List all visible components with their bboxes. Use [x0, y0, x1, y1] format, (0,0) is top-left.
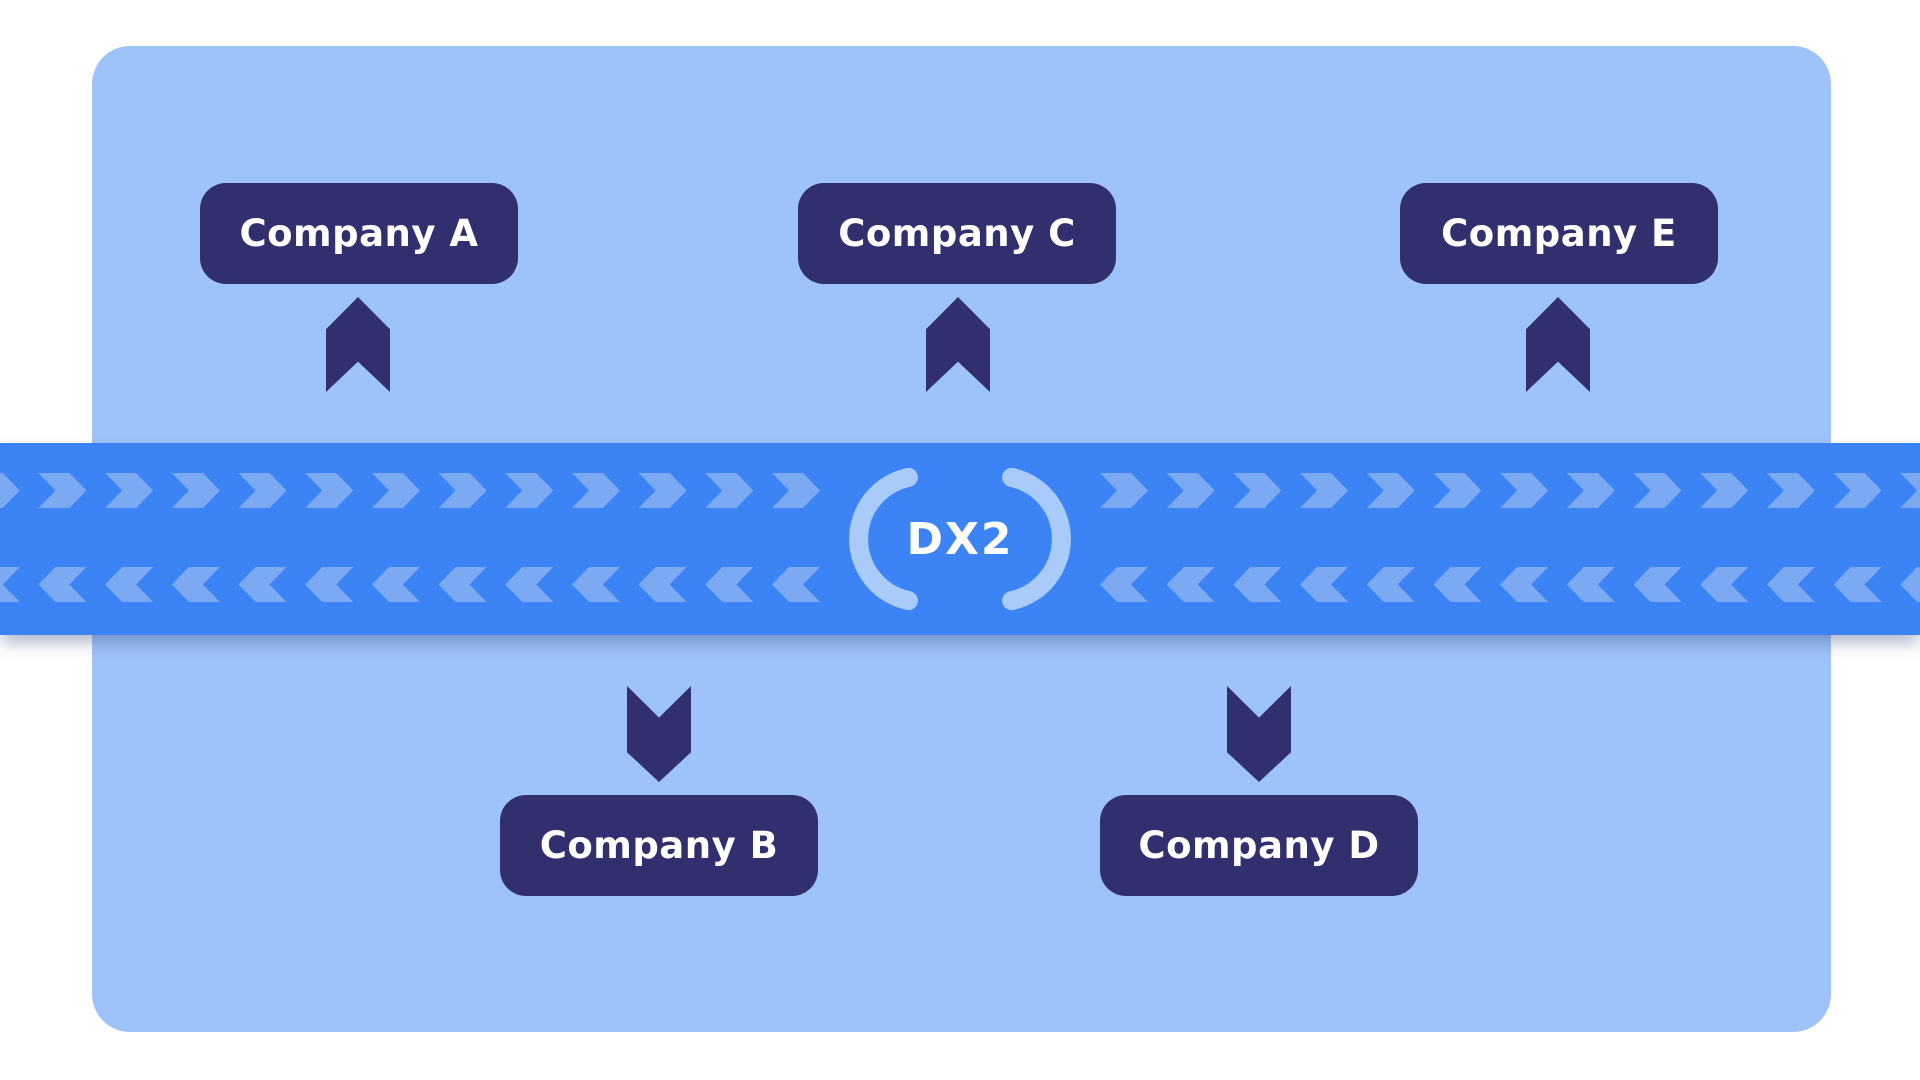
company-label: Company E	[1441, 212, 1677, 255]
chevron-left-icon	[105, 567, 154, 602]
chevron-right-icon	[1300, 473, 1349, 508]
exchange-band: DX2	[0, 443, 1920, 635]
chevron-left-icon	[638, 567, 687, 602]
chevron-right-icon	[638, 473, 687, 508]
chevron-right-icon	[1566, 473, 1615, 508]
chevron-left-icon	[1766, 567, 1815, 602]
chevron-flow-right	[1100, 473, 1920, 508]
chevron-right-icon	[438, 473, 487, 508]
hub-brackets	[849, 467, 1071, 611]
company-node-b: Company B	[500, 795, 818, 896]
company-label: Company D	[1138, 824, 1380, 867]
chevron-right-icon	[238, 473, 287, 508]
chevron-left-icon	[305, 567, 354, 602]
chevron-right-icon	[1433, 473, 1482, 508]
chevron-right-icon	[371, 473, 420, 508]
chevron-right-icon	[705, 473, 754, 508]
chevron-right-icon	[1833, 473, 1882, 508]
chevron-left-icon	[1366, 567, 1415, 602]
chevron-left-icon	[1433, 567, 1482, 602]
chevron-left-icon	[1900, 567, 1920, 602]
chevron-flow-left	[1100, 567, 1920, 602]
chevron-right-icon	[38, 473, 87, 508]
chevron-left-icon	[1566, 567, 1615, 602]
chevron-left-icon	[571, 567, 620, 602]
company-node-d: Company D	[1100, 795, 1418, 896]
chevron-left-icon	[772, 567, 820, 602]
hub: DX2	[840, 443, 1080, 635]
right-bracket-icon	[1002, 467, 1071, 611]
chevron-right-icon	[1166, 473, 1215, 508]
chevron-left-icon	[0, 567, 20, 602]
company-node-c: Company C	[798, 183, 1116, 284]
left-bracket-icon	[849, 467, 918, 611]
company-label: Company A	[239, 212, 479, 255]
chevron-left-icon	[238, 567, 287, 602]
chevron-left-icon	[1833, 567, 1882, 602]
chevron-right-icon	[1766, 473, 1815, 508]
chevron-left-icon	[705, 567, 754, 602]
chevron-left-icon	[1700, 567, 1749, 602]
company-label: Company B	[539, 824, 779, 867]
chevron-right-icon	[1900, 473, 1920, 508]
chevron-left-icon	[1300, 567, 1349, 602]
chevron-right-icon	[1366, 473, 1415, 508]
chevron-right-icon	[571, 473, 620, 508]
chevron-left-icon	[38, 567, 87, 602]
company-node-e: Company E	[1400, 183, 1718, 284]
chevron-right-icon	[1233, 473, 1282, 508]
chevron-left-icon	[1100, 567, 1148, 602]
chevron-right-icon	[1500, 473, 1549, 508]
chevron-left-icon	[171, 567, 220, 602]
chevron-right-icon	[305, 473, 354, 508]
chevron-left-icon	[1500, 567, 1549, 602]
chevron-right-icon	[105, 473, 154, 508]
chevron-left-icon	[1233, 567, 1282, 602]
chevron-right-icon	[0, 473, 20, 508]
company-label: Company C	[838, 212, 1076, 255]
company-node-a: Company A	[200, 183, 518, 284]
chevron-flow-right	[0, 473, 820, 508]
chevron-left-icon	[1166, 567, 1215, 602]
chevron-right-icon	[772, 473, 820, 508]
chevron-right-icon	[1700, 473, 1749, 508]
hub-label: DX2	[906, 513, 1014, 565]
chevron-flow-left	[0, 567, 820, 602]
chevron-right-icon	[1633, 473, 1682, 508]
chevron-right-icon	[505, 473, 554, 508]
chevron-left-icon	[371, 567, 420, 602]
chevron-left-icon	[1633, 567, 1682, 602]
chevron-left-icon	[505, 567, 554, 602]
chevron-left-icon	[438, 567, 487, 602]
chevron-right-icon	[1100, 473, 1148, 508]
chevron-right-icon	[171, 473, 220, 508]
